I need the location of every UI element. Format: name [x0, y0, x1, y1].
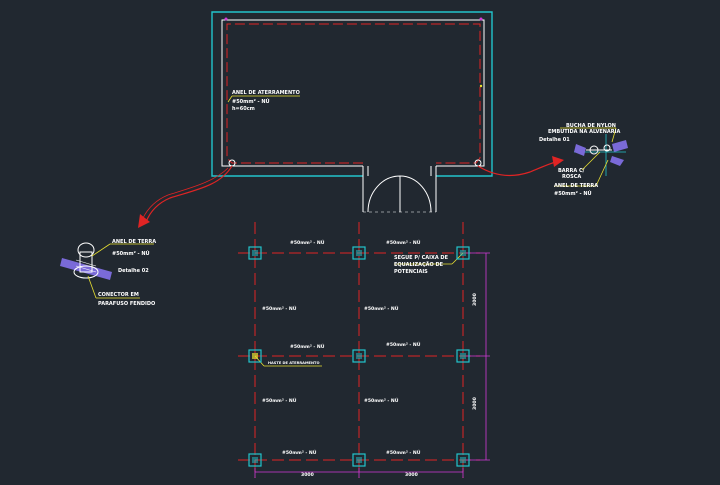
detail02-ring-title: ANEL DE TERRA: [112, 239, 156, 245]
detail01-leader-ring-rise: [595, 159, 609, 187]
detail02-connector-1: CONECTOR EM: [98, 292, 139, 298]
detail02-rod-body: [79, 251, 93, 273]
corner-marker-tr: [479, 17, 483, 21]
ring-label-title: ANEL DE ATERRAMENTO: [232, 90, 300, 96]
grounding-mesh: #50mm² - NÚ #50mm² - NÚ #50mm² - NÚ #50m…: [238, 222, 490, 478]
equip-label-2: EQUALIZAÇÃO DE: [394, 261, 444, 268]
room-outer-wall: [211, 11, 493, 177]
detail02-leader-conn: [87, 275, 97, 299]
door-swing-left: [367, 175, 401, 213]
detail01-sleeve-bottom: [610, 156, 624, 166]
ground-rod-box: [352, 349, 366, 363]
detail01-ring-spec: #50mm² - NÚ: [554, 190, 592, 197]
detail01-title: Detalhe 01: [539, 137, 570, 143]
ground-rod-box: [352, 453, 366, 467]
ring-label-spec: #50mm² - NÚ: [232, 98, 270, 105]
dim-label-bottom-2: 3000: [405, 472, 418, 478]
dim-label-bottom-1: 3000: [301, 472, 314, 478]
ground-rod-box: [352, 246, 366, 260]
dim-label-right-1: 3000: [472, 293, 478, 306]
detail01-sleeve-right: [612, 140, 628, 152]
mesh-spec-label: #50mm² - NÚ: [386, 449, 421, 456]
detail02-rod-head: [77, 242, 95, 258]
detail02-hatch-2: [75, 265, 97, 273]
detail02-leader-ring: [91, 243, 111, 257]
detail02-clamp: [73, 265, 99, 279]
mesh-spec-label: #50mm² - NÚ: [386, 239, 421, 246]
corner-marker-tl: [224, 17, 228, 21]
detail01-bolt-2: [603, 144, 611, 152]
door-swing-right: [399, 175, 432, 213]
detail01-sleeve-left: [574, 144, 586, 156]
grounding-ring-wire: [226, 23, 481, 164]
side-marker-right: [479, 84, 483, 88]
detail01-rod-label-1: BARRA C/: [558, 168, 585, 174]
ground-rod-box: [456, 349, 470, 363]
mesh-spec-label: #50mm² - NÚ: [290, 343, 325, 350]
callout-arrow-left: [145, 165, 233, 223]
detail01-rod-label-2: ROSCA: [562, 174, 581, 180]
room-inner-wall: [221, 19, 485, 167]
detail02-title: Detalhe 02: [118, 268, 149, 274]
mesh-spec-label: #50mm² - NÚ: [262, 397, 297, 404]
detail-01: BUCHA DE NYLON EMBUTIDA NA ALVENARIA Det…: [539, 123, 628, 197]
mesh-spec-label: #50mm² - NÚ: [364, 305, 399, 312]
equip-label-3: POTENCIAIS: [394, 269, 428, 275]
ground-rod-box: [248, 349, 262, 363]
callout-arrow-left-inner: [142, 167, 229, 219]
ground-rod-box: [248, 453, 262, 467]
rod-label: HASTE DE ATERRAMENTO: [268, 361, 320, 365]
ground-rod-box: [248, 246, 262, 260]
callout-arrowhead-right: [552, 156, 564, 167]
ground-rod-box: [456, 246, 470, 260]
ring-label-leader-drop: [227, 95, 233, 103]
ground-rod-box: [456, 453, 470, 467]
dim-label-right-2: 3000: [472, 397, 478, 410]
equip-label-1: SEGUE P/ CAIXA DE: [394, 255, 449, 261]
detail01-nylon-label-1: BUCHA DE NYLON: [566, 123, 616, 129]
detail02-connector-2: PARAFUSO FENDIDO: [98, 301, 155, 307]
detail02-ring-spec: #50mm² - NÚ: [112, 250, 150, 257]
detail01-nylon-label-2: EMBUTIDA NA ALVENARIA: [548, 129, 621, 135]
detail01-ring-title: ANEL DE TERRA: [554, 183, 598, 189]
detail-02: ANEL DE TERRA #50mm² - NÚ Detalhe 02 CON…: [60, 239, 156, 307]
detail01-leader-nylon-drop: [611, 127, 617, 143]
callout-arrow-right: [477, 161, 557, 176]
mesh-spec-label: #50mm² - NÚ: [290, 239, 325, 246]
detail01-leader-rod: [581, 151, 601, 171]
ring-label-height: h=60cm: [232, 106, 255, 112]
mesh-spec-label: #50mm² - NÚ: [364, 397, 399, 404]
detail02-hatch-1: [75, 259, 97, 267]
callout-arrowhead-left: [138, 214, 150, 228]
detail-callouts: [138, 156, 564, 228]
mesh-spec-label: #50mm² - NÚ: [262, 305, 297, 312]
room-plan: ANEL DE ATERRAMENTO #50mm² - NÚ h=60cm: [211, 11, 493, 213]
mesh-spec-label: #50mm² - NÚ: [282, 449, 317, 456]
mesh-spec-label: #50mm² - NÚ: [386, 341, 421, 348]
